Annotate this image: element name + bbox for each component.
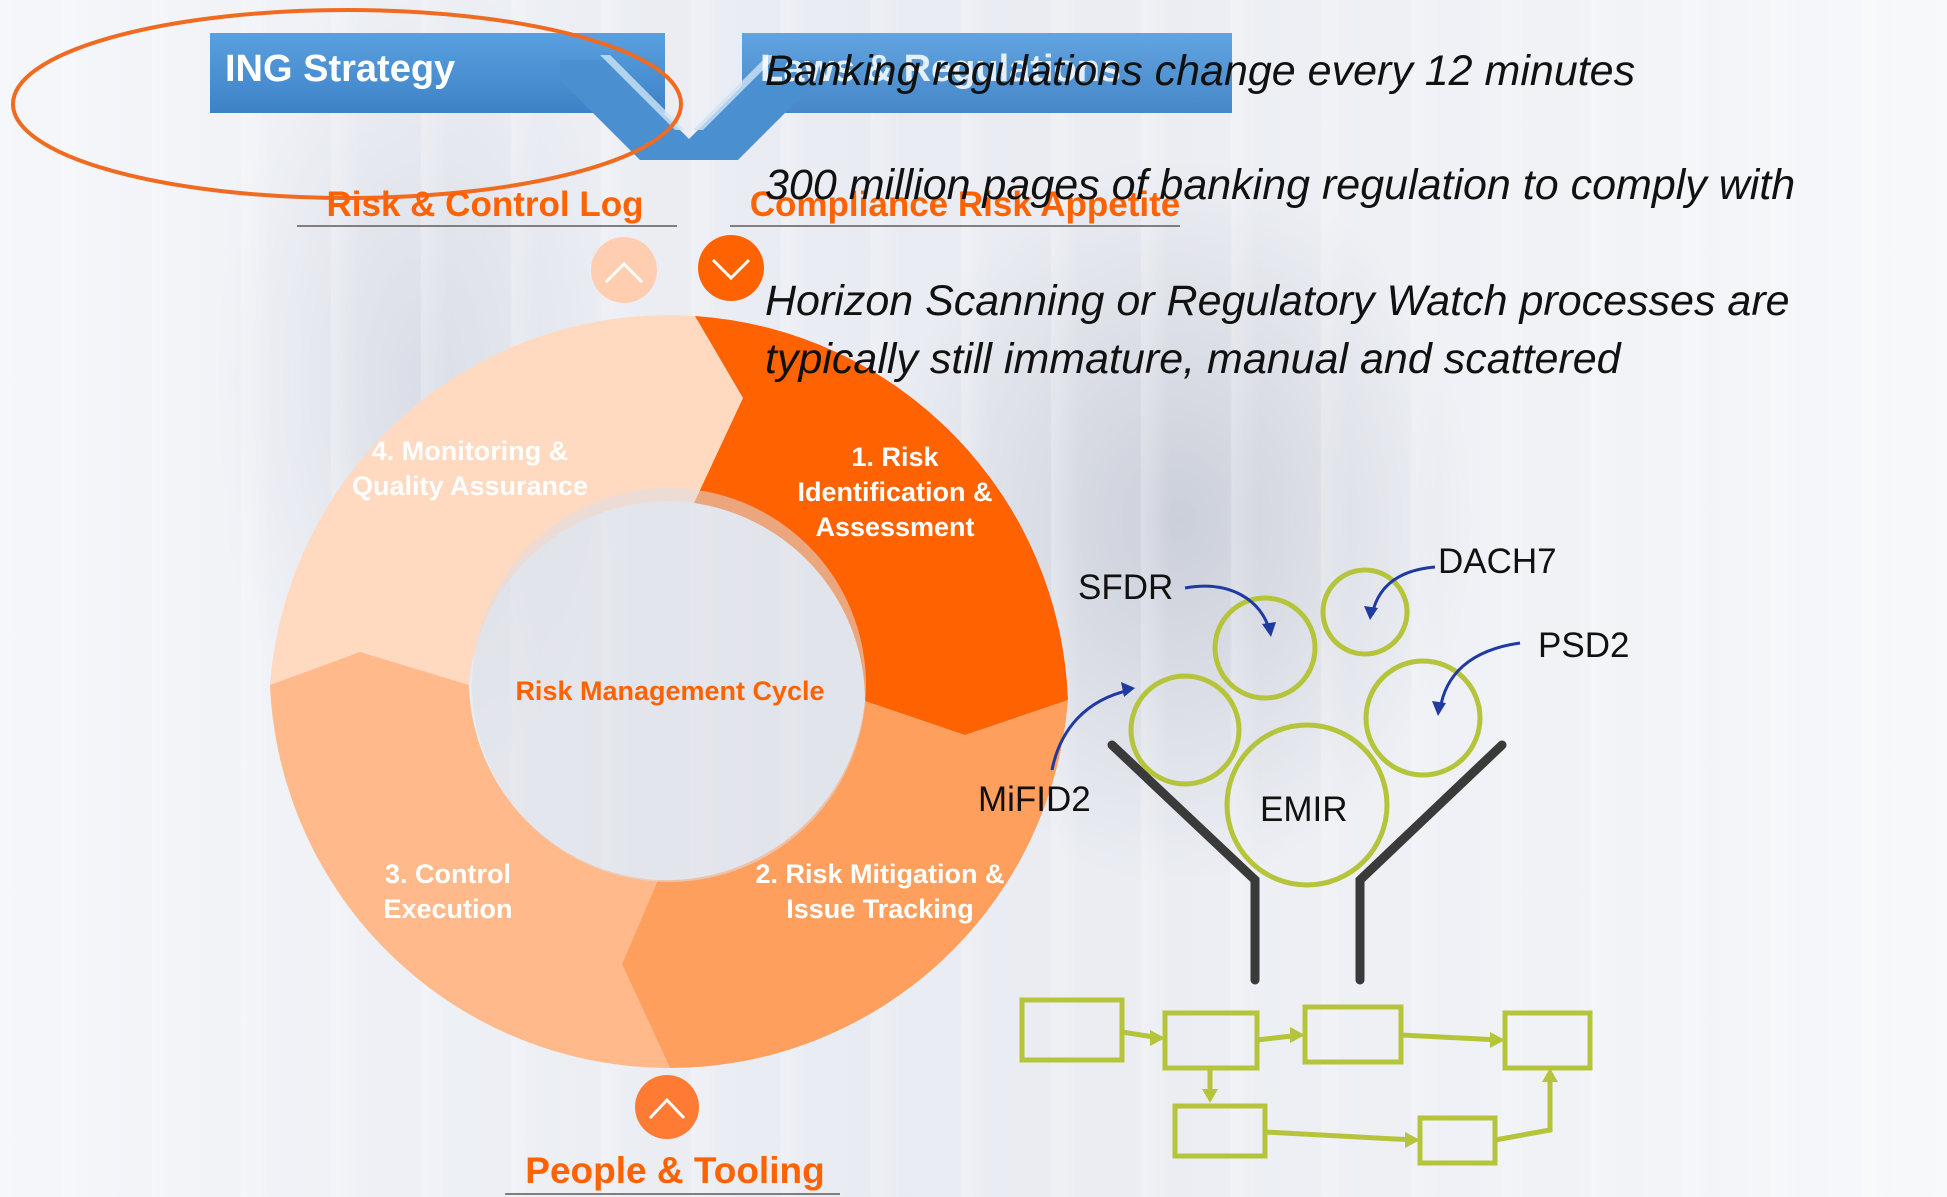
dach7-bubble [1320,567,1410,657]
chevron-up-icon [604,261,644,284]
regulation-funnel-sketch [1128,567,1483,888]
flow-box [1172,1103,1268,1159]
cycle-segment-4 [270,315,743,685]
flow-arrowheads [1150,1027,1558,1148]
psd2-bubble [1363,658,1483,778]
people-tooling-underline [505,1193,840,1195]
dach7-label: DACH7 [1438,542,1557,581]
cycle-center-label: Risk Management Cycle [515,676,825,706]
pointer-arrowheads [1121,606,1446,716]
strategy-highlight-ellipse [11,8,683,200]
risk-control-log-label: Risk & Control Log [326,185,644,224]
risk-cycle-ring [270,315,1068,1069]
regulations-arrow-highlight [693,55,778,130]
cycle-center-hole [472,488,866,882]
emir-label: EMIR [1260,790,1348,829]
process-flow-sketch [1019,997,1593,1166]
regulations-banner-label: Laws & Regulations [760,48,1122,90]
mifid2-bubble [1128,673,1242,787]
strategy-down-arrow [560,60,690,160]
mifid2-label: MiFID2 [978,780,1091,819]
compliance-risk-appetite-label: Compliance Risk Appetite [749,185,1181,224]
cycle-segment-2 [622,700,1068,1068]
flow-box [1417,1115,1498,1166]
flow-box [1502,1010,1593,1071]
segment-2-label: 2. Risk Mitigation & Issue Tracking [755,859,1005,924]
label-pointer-arrows [1050,565,1521,771]
people-tooling-circle [635,1075,699,1139]
segment-1-label: 1. Risk Identification & Assessment [797,442,993,542]
statement-regulation-volume: 300 million pages of banking regulation … [765,161,1796,209]
funnel-walls [1107,740,1507,985]
emir-bubble [1224,722,1390,888]
risk-appetite-circle [698,235,764,301]
chevron-down-icon [711,258,751,281]
flow-box [1162,1010,1260,1071]
cycle-segment-3 [270,652,670,1069]
psd2-label: PSD2 [1538,626,1630,665]
segment-4-label: 4. Monitoring & Quality Assurance [351,436,589,501]
regulations-banner [742,33,1232,113]
chevron-up-icon [648,1097,686,1120]
regulations-down-arrow [688,60,818,160]
statement-horizon-scanning-line2: typically still immature, manual and sca… [765,335,1621,383]
sfdr-bubble [1212,595,1318,701]
flow-box [1019,997,1125,1063]
risk-log-circle [591,237,657,303]
statement-regulation-frequency: Banking regulations change every 12 minu… [765,47,1636,95]
flow-box [1302,1004,1404,1065]
cycle-segment-1 [694,316,1068,735]
strategy-banner-label: ING Strategy [225,48,456,90]
people-tooling-label: People & Tooling [525,1150,825,1191]
compliance-risk-appetite-underline [730,225,1180,227]
statement-horizon-scanning-line1: Horizon Scanning or Regulatory Watch pro… [765,277,1790,325]
sfdr-label: SFDR [1078,568,1174,607]
strategy-arrow-highlight [600,55,685,130]
risk-control-log-underline [297,225,677,227]
segment-3-label: 3. Control Execution [383,859,513,924]
